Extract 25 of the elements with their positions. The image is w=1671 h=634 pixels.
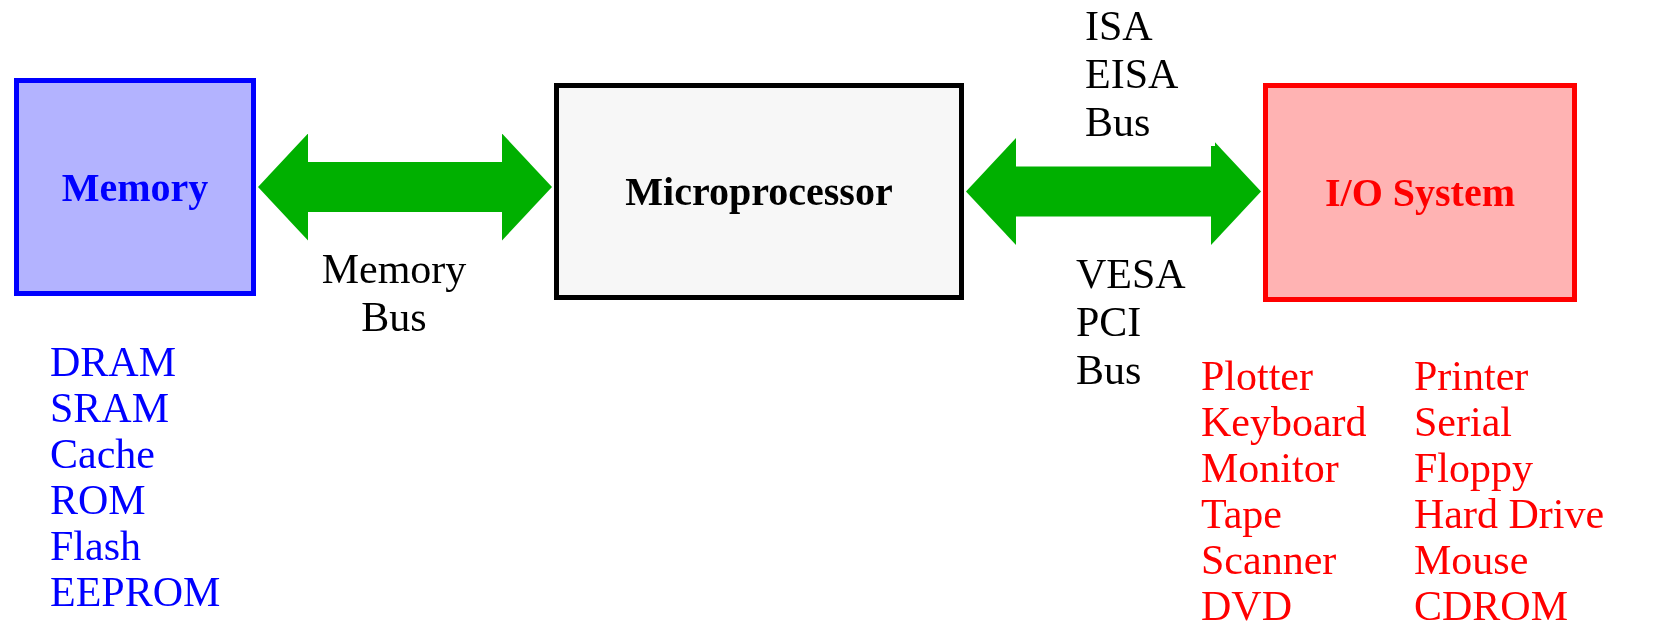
block-box xyxy=(14,78,256,296)
list-item: Cache xyxy=(50,430,155,478)
list-item: ROM xyxy=(50,476,146,524)
list-item: CDROM xyxy=(1414,582,1569,630)
block-title: I/O System xyxy=(1325,169,1515,216)
list-item: Mouse xyxy=(1414,536,1529,584)
list-item: Printer xyxy=(1414,352,1529,400)
block-box xyxy=(1263,83,1577,302)
list-item: DRAM xyxy=(50,338,177,386)
list-item: EEPROM xyxy=(50,568,221,616)
block-title: Microprocessor xyxy=(625,168,893,215)
list-item: DVD xyxy=(1201,582,1292,630)
list-item: Scanner xyxy=(1201,537,1337,584)
list-item: Hard Drive xyxy=(1414,491,1605,538)
list-item: Keyboard xyxy=(1201,398,1367,446)
list-item: Tape xyxy=(1201,490,1282,538)
list-item: Serial xyxy=(1414,398,1512,446)
list-item: Floppy xyxy=(1414,444,1534,492)
list-item: Flash xyxy=(50,522,141,570)
block-title: Memory xyxy=(61,163,209,211)
list-item: Plotter xyxy=(1201,352,1313,400)
list-item: SRAM xyxy=(50,384,170,432)
block-box xyxy=(554,83,964,300)
list-item: Monitor xyxy=(1201,445,1339,492)
bus-label: VESA PCI Bus xyxy=(1076,250,1185,394)
